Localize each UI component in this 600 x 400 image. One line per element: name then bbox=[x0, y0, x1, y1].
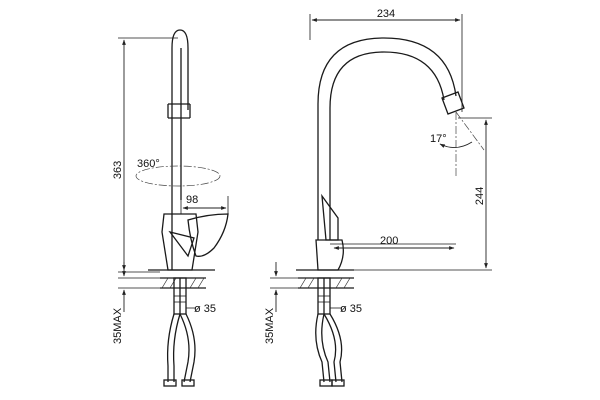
label-mount-front: 35MAX bbox=[264, 307, 276, 344]
label-lever-reach: 98 bbox=[186, 194, 198, 206]
dimension-lever-98: 98 bbox=[180, 192, 229, 214]
spout-angle: 17° bbox=[430, 111, 485, 178]
label-width: 234 bbox=[377, 8, 395, 20]
side-spout-tube bbox=[167, 29, 191, 270]
dimension-height-244: 244 bbox=[336, 117, 492, 271]
label-side-height: 363 bbox=[112, 161, 124, 179]
label-hole-front: ø 35 bbox=[340, 303, 362, 315]
dimension-height-363: 363 bbox=[112, 37, 178, 273]
side-counter bbox=[148, 269, 215, 289]
dimension-hole-side: ø 35 bbox=[186, 303, 216, 315]
label-spout-angle: 17° bbox=[430, 133, 447, 145]
side-shank-hoses bbox=[163, 277, 196, 387]
dimension-reach-200: 200 bbox=[330, 235, 456, 250]
dimension-mount-side: 35MAX bbox=[112, 262, 160, 344]
dimension-width-234: 234 bbox=[309, 8, 463, 112]
rotation-indicator: 360° bbox=[135, 158, 221, 187]
side-view: 363 360° 98 bbox=[112, 29, 229, 387]
label-spout-reach: 200 bbox=[380, 235, 398, 247]
label-hole-side: ø 35 bbox=[194, 303, 216, 315]
label-rotation: 360° bbox=[137, 158, 160, 170]
dimension-hole-front: ø 35 bbox=[330, 303, 362, 315]
front-shank-hoses bbox=[315, 277, 345, 387]
label-spout-height: 244 bbox=[474, 187, 486, 205]
front-counter bbox=[296, 269, 354, 289]
dimension-mount-front: 35MAX bbox=[264, 262, 298, 344]
front-view: 234 17° 244 bbox=[264, 8, 492, 387]
label-mount-side: 35MAX bbox=[112, 307, 124, 344]
front-gooseneck bbox=[317, 37, 465, 240]
